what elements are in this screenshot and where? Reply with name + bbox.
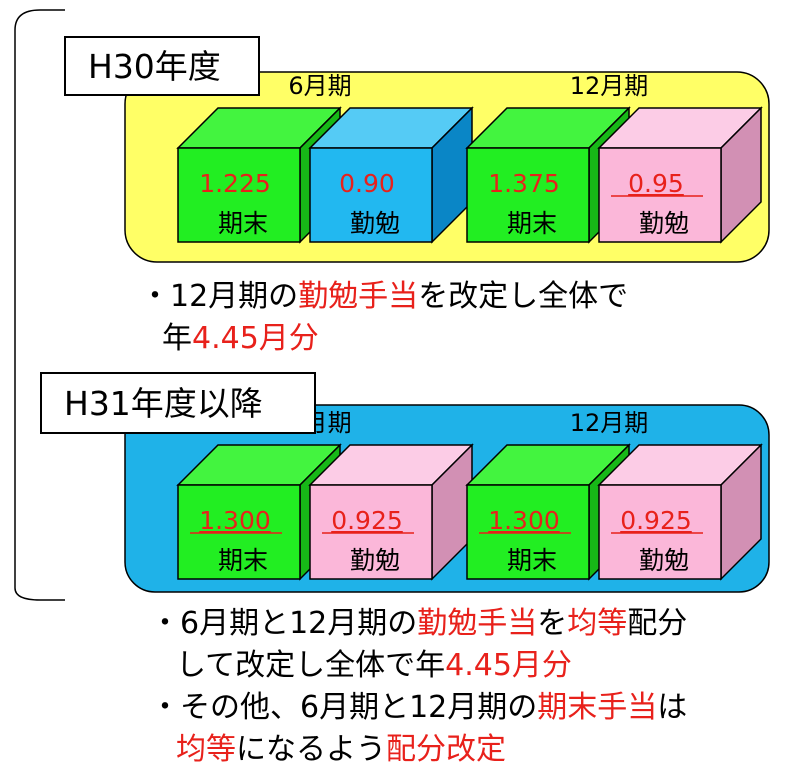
box-front-face	[177, 147, 301, 243]
box-label: 期末	[218, 546, 268, 575]
note-h31-line2: して改定し全体で年4.45月分	[176, 648, 572, 683]
h30-box-0-1: 0.90 勤勉	[308, 106, 474, 244]
note-h31-line1: ・6月期と12月期の勤勉手当を均等配分	[150, 606, 688, 641]
h31-title-box: H31年度以降	[40, 372, 316, 434]
box-label: 勤勉	[350, 546, 400, 575]
box-label: 勤勉	[350, 209, 400, 238]
h30-group-label-1: 12月期	[570, 72, 649, 100]
h31-group-label-1: 12月期	[570, 409, 649, 437]
box-value: 1.375	[488, 169, 560, 198]
note-h30: ・12月期の勤勉手当を改定し全体で 年4.45月分	[140, 276, 628, 360]
left-bracket	[14, 9, 65, 601]
h31-box-0-1: 0.925 勤勉	[308, 443, 474, 581]
box-value: 0.925	[331, 506, 403, 535]
box-label: 勤勉	[639, 209, 689, 238]
box-label: 期末	[507, 546, 557, 575]
box-front-face	[309, 484, 433, 580]
box-label: 期末	[507, 209, 557, 238]
h30-box-1-1: 0.95 勤勉	[597, 106, 763, 244]
box-label: 勤勉	[639, 546, 689, 575]
h30-group-label-0: 6月期	[288, 72, 351, 100]
box-label: 期末	[218, 209, 268, 238]
box-front-face	[466, 484, 590, 580]
h31-box-1-1: 0.925 勤勉	[597, 443, 763, 581]
h30-title: H30年度	[88, 46, 221, 86]
box-value: 1.225	[199, 169, 271, 198]
box-front-face	[466, 147, 590, 243]
box-value: 0.95	[628, 169, 684, 198]
box-front-face	[309, 147, 433, 243]
box-front-face	[598, 484, 722, 580]
note-h31-line3: ・その他、6月期と12月期の期末手当は	[150, 690, 688, 725]
box-front-face	[598, 147, 722, 243]
note-h31-line4: 均等になるよう配分改定	[176, 732, 506, 767]
h30-title-box: H30年度	[64, 36, 260, 96]
box-value: 1.300	[488, 506, 560, 535]
box-value: 0.90	[339, 169, 395, 198]
h31-title: H31年度以降	[64, 383, 263, 423]
note-h30-line2: 年4.45月分	[162, 321, 319, 356]
note-h30-line1: ・12月期の勤勉手当を改定し全体で	[140, 279, 629, 314]
box-value: 0.925	[620, 506, 692, 535]
box-value: 1.300	[199, 506, 271, 535]
box-front-face	[177, 484, 301, 580]
note-h31: ・6月期と12月期の勤勉手当を均等配分 して改定し全体で年4.45月分 ・その他…	[150, 603, 687, 771]
